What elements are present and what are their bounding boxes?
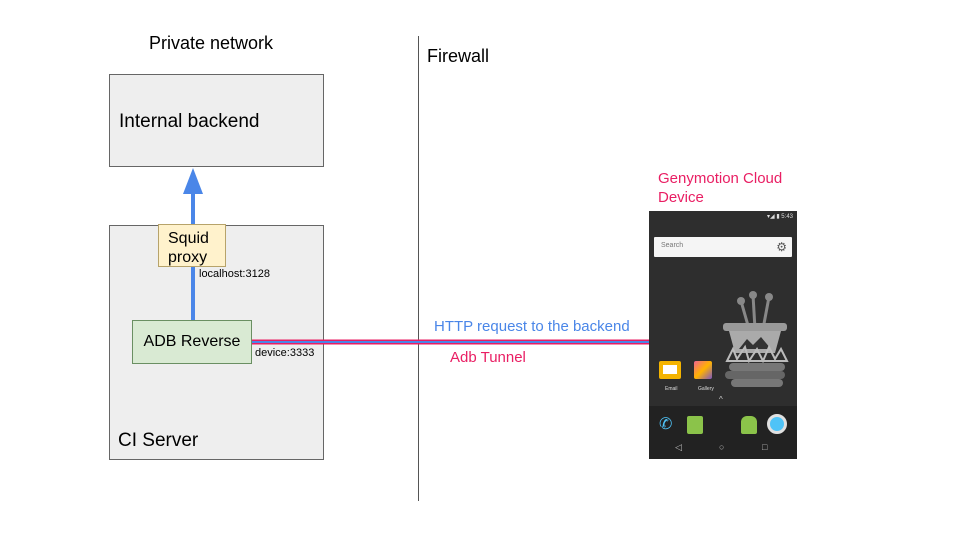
gear-icon[interactable]: ⚙	[776, 240, 787, 254]
ci-server-label: CI Server	[118, 430, 199, 451]
device-title: Genymotion Cloud Device	[658, 169, 782, 207]
squid-proxy-label-line1: Squid	[168, 230, 209, 247]
adb-reverse-box: ADB Reverse	[132, 320, 252, 364]
gallery-app-label: Gallery	[698, 386, 714, 392]
email-app-icon[interactable]	[659, 361, 681, 379]
genymotion-device-screen: ▾◢ ▮ 5:43 Search ⚙ Email Gallery ^ ✆ ◁ ○…	[649, 211, 797, 459]
android-store-icon[interactable]	[741, 416, 757, 434]
private-network-label: Private network	[149, 33, 274, 53]
dock: ✆ ◁ ○ □	[649, 406, 797, 459]
gallery-app-icon[interactable]	[694, 361, 712, 379]
search-bar[interactable]: Search ⚙	[654, 237, 792, 257]
search-placeholder: Search	[661, 242, 684, 249]
chrome-icon[interactable]	[767, 414, 787, 434]
device-port-label: device:3333	[255, 347, 315, 359]
firewall-label: Firewall	[427, 46, 490, 66]
device-title-line1: Genymotion Cloud	[658, 170, 783, 187]
backend-arrowhead	[183, 168, 203, 194]
cooking-pot-illustration	[723, 291, 789, 387]
localhost-port-label: localhost:3128	[199, 268, 270, 280]
contacts-icon[interactable]	[687, 416, 703, 434]
status-bar-icons: ▾◢ ▮ 5:43	[767, 214, 793, 220]
squid-proxy-label-line2: proxy	[168, 249, 208, 266]
firewall-line	[418, 36, 419, 501]
home-nav-icon[interactable]: ○	[719, 442, 725, 452]
internal-backend-box: Internal backend	[109, 74, 324, 167]
back-nav-icon[interactable]: ◁	[675, 442, 682, 452]
app-drawer-chevron-icon[interactable]: ^	[719, 395, 723, 404]
device-title-line2: Device	[658, 189, 704, 206]
adb-reverse-label: ADB Reverse	[143, 333, 241, 350]
http-request-label: HTTP request to the backend	[434, 318, 630, 335]
squid-proxy-box: Squid proxy	[158, 224, 226, 267]
adb-tunnel-label: Adb Tunnel	[450, 349, 526, 366]
email-app-label: Email	[665, 386, 678, 392]
recents-nav-icon[interactable]: □	[762, 442, 768, 452]
internal-backend-label: Internal backend	[119, 111, 260, 132]
phone-icon[interactable]: ✆	[659, 416, 673, 433]
